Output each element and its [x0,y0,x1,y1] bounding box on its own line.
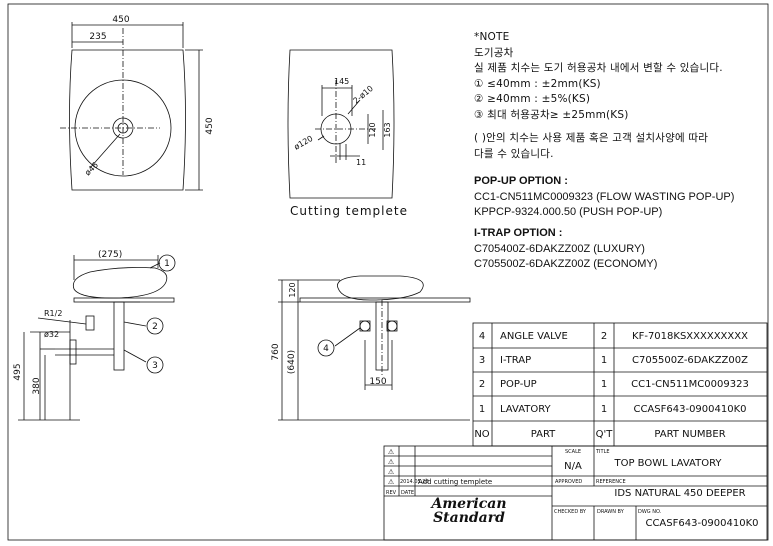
title-value: TOP BOWL LAVATORY [613,458,722,469]
rev-mark-1: ⚠ [388,448,395,456]
row1-number: CCASF643-0900410K0 [633,404,746,415]
row4-no: 4 [479,331,485,342]
dim-front-760: 760 [271,343,281,360]
dim-side-495: 495 [13,363,23,380]
dim-side-32: ø32 [44,330,59,339]
drawn-label: DRAWN BY [597,509,625,515]
dim-cut-145: 145 [334,77,349,86]
itrap-option-item-1: C705400Z-6DAKZZ00Z (LUXURY) [474,242,645,255]
cutting-template-label: Cutting templete [290,204,408,218]
row4-qty: 2 [601,331,607,342]
tolerance-note: *NOTE 도기공차 실 제품 치수는 도기 허용공차 내에서 변할 수 있습니… [474,30,769,162]
title-block: ⚠ ⚠ ⚠ ⚠ 2014.05.28 Add cutting templete … [386,448,759,529]
itrap-option-heading: I-TRAP OPTION : [474,227,563,239]
row1-part: LAVATORY [500,404,552,415]
scale-value: N/A [564,461,582,472]
logo-line-1: American [431,496,507,512]
row2-number: CC1-CN511MC0009323 [631,379,749,390]
note-line-5: ③ 최대 허용공차≥ ±25mm(KS) [474,108,629,121]
header-qty: Q'T [596,429,614,440]
rev-note: Add cutting templete [418,478,492,486]
front-view [278,275,471,421]
dim-cut-163: 163 [383,122,392,137]
row2-part: POP-UP [500,379,537,390]
row4-number: KF-7018KSXXXXXXXXX [632,331,748,342]
note-header: *NOTE [474,31,510,43]
dwg-label: DWG NO. [638,509,662,515]
callout-circle-1 [158,254,176,272]
popup-option-item-1: CC1-CN511MC0009323 (FLOW WASTING POP-UP) [474,190,735,203]
popup-option-heading: POP-UP OPTION : [474,175,568,187]
header-no: NO [474,429,489,440]
scale-label: SCALE [565,449,581,455]
popup-option-item-2: KPPCP-9324.000.50 (PUSH POP-UP) [474,206,663,218]
dim-front-640: (640) [287,350,297,374]
rev-mark-2: ⚠ [388,458,395,466]
dim-top-height: 450 [205,117,215,134]
callout-circle-2 [146,317,164,335]
top-view [60,22,203,191]
callout-1: 1 [164,259,170,269]
dim-side-275: (275) [98,250,122,260]
callout-4: 4 [323,344,329,354]
itrap-option: I-TRAP OPTION : C705400Z-6DAKZZ00Z (LUXU… [474,226,769,273]
brand-logo: American Standard [424,497,514,525]
rev-mark-4: ⚠ [388,478,395,486]
row1-no: 1 [479,404,485,415]
note-line-3: ① ≤40mm : ±2mm(KS) [474,77,601,90]
side-view [18,255,175,421]
popup-option: POP-UP OPTION : CC1-CN511MC0009323 (FLOW… [474,174,769,221]
dim-cut-120: 120 [368,122,377,137]
rev-label: REV [386,490,397,496]
dim-front-150: 150 [369,377,386,387]
approved-label: APPROVED [555,479,582,485]
title-label: TITLE [595,449,610,455]
row3-part: I-TRAP [500,355,531,366]
note-line-6: ( )안의 치수는 사용 제품 혹은 고객 설치사양에 따라 [474,132,709,144]
dim-top-offset: 235 [89,32,106,42]
header-number: PART NUMBER [654,429,725,440]
logo-line-2: Standard [433,510,505,526]
dim-top-width: 450 [112,15,129,25]
reference-value: IDS NATURAL 450 DEEPER [614,488,745,499]
row3-number: C705500Z-6DAKZZ00Z [632,355,748,366]
note-line-4: ② ≥40mm : ±5%(KS) [474,93,591,105]
note-line-1: 도기공차 [474,46,514,59]
reference-label: REFERENCE [596,479,626,485]
row2-qty: 1 [601,379,607,390]
header-part: PART [531,429,556,440]
row4-part: ANGLE VALVE [500,331,568,342]
dim-front-120: 120 [288,282,297,297]
callout-circle-4 [317,339,335,357]
rev-date: 2014.05.28 [400,479,429,485]
note-line-2: 실 제품 치수는 도기 허용공차 내에서 변할 수 있습니다. [474,62,723,74]
cutting-template [287,49,395,199]
row3-no: 3 [479,355,485,366]
dim-cut-hole: 2-ø10 [352,84,375,106]
row2-no: 2 [479,379,485,390]
parts-table: 4 ANGLE VALVE 2 KF-7018KSXXXXXXXXX 3 I-T… [474,331,749,440]
dim-top-hole: ø46 [83,160,100,177]
dwg-value: CCASF643-0900410K0 [645,518,758,529]
title-block-grid [383,445,768,541]
note-line-7: 다를 수 있습니다. [474,147,554,160]
checked-label: CHECKED BY [554,509,587,515]
dim-side-r12: R1/2 [44,309,62,318]
note-spacer [474,123,769,131]
dim-side-380: 380 [32,377,42,394]
dim-cut-11: 11 [356,158,366,167]
row1-qty: 1 [601,404,607,415]
callout-3: 3 [152,361,158,371]
rev-mark-3: ⚠ [388,468,395,476]
date-label: DATE [401,490,414,496]
callout-circle-3 [146,356,164,374]
itrap-option-item-2: C705500Z-6DAKZZ00Z (ECONOMY) [474,258,658,270]
dim-cut-dia: ø120 [293,134,315,152]
callout-2: 2 [152,322,158,332]
row3-qty: 1 [601,355,607,366]
